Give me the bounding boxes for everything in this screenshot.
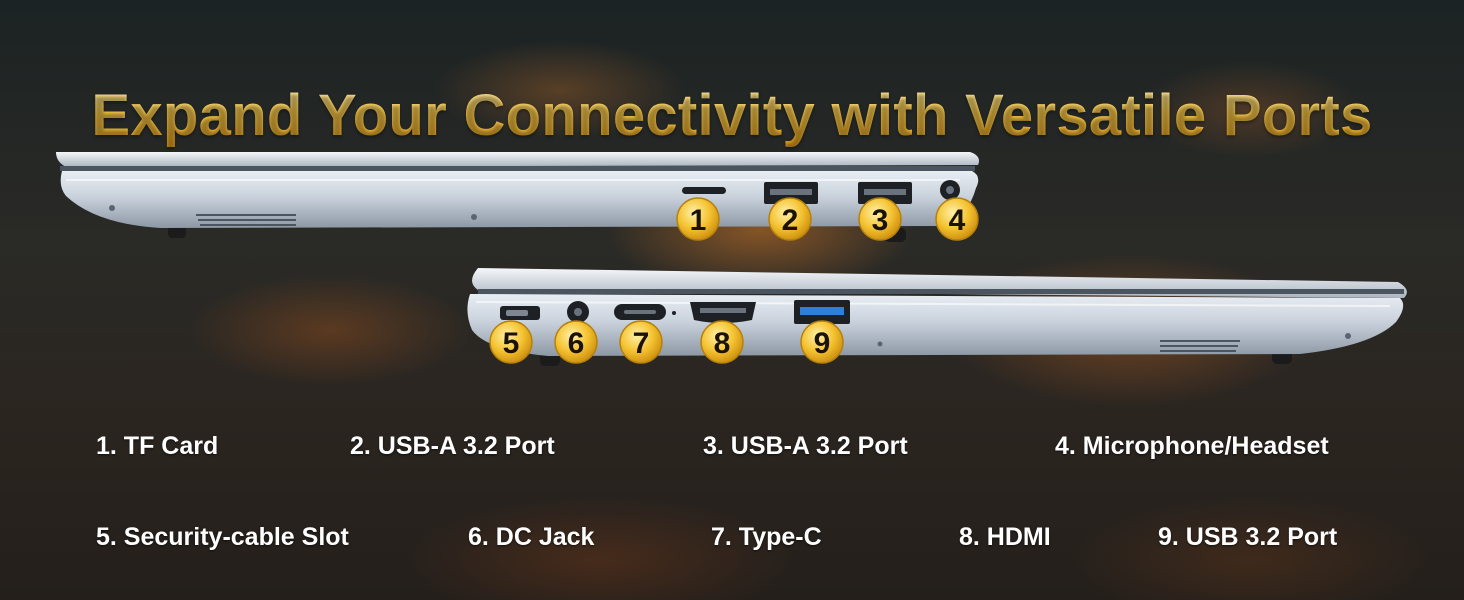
port-label-usb-a-1: 2. USB-A 3.2 Port bbox=[350, 432, 555, 460]
badge-4: 4 bbox=[935, 197, 979, 241]
laptop-left-side bbox=[467, 268, 1407, 366]
svg-text:8: 8 bbox=[714, 327, 731, 360]
badge-2: 2 bbox=[768, 197, 812, 241]
page-title: Expand Your Connectivity with Versatile … bbox=[0, 82, 1464, 149]
svg-text:1: 1 bbox=[690, 204, 707, 237]
badge-9: 9 bbox=[800, 320, 844, 364]
svg-text:9: 9 bbox=[814, 327, 831, 360]
badge-8: 8 bbox=[700, 320, 744, 364]
badge-3: 3 bbox=[858, 197, 902, 241]
port-label-hdmi: 8. HDMI bbox=[959, 523, 1051, 551]
badge-5: 5 bbox=[489, 320, 533, 364]
badge-7: 7 bbox=[619, 320, 663, 364]
port-label-microphone-headset: 4. Microphone/Headset bbox=[1055, 432, 1329, 460]
svg-text:5: 5 bbox=[503, 327, 520, 360]
svg-text:2: 2 bbox=[782, 204, 799, 237]
port-label-security-slot: 5. Security-cable Slot bbox=[96, 523, 349, 551]
port-label-usb-a-2: 3. USB-A 3.2 Port bbox=[703, 432, 908, 460]
badge-1: 1 bbox=[676, 197, 720, 241]
port-label-usb-3-2: 9. USB 3.2 Port bbox=[1158, 523, 1338, 551]
svg-text:6: 6 bbox=[568, 327, 585, 360]
laptop-right-side bbox=[56, 152, 979, 242]
svg-text:3: 3 bbox=[872, 204, 889, 237]
svg-text:7: 7 bbox=[633, 327, 650, 360]
port-label-tf-card: 1. TF Card bbox=[96, 432, 219, 460]
port-label-dc-jack: 6. DC Jack bbox=[468, 523, 595, 551]
port-label-type-c: 7. Type-C bbox=[711, 523, 822, 551]
svg-text:4: 4 bbox=[949, 204, 966, 237]
badge-6: 6 bbox=[554, 320, 598, 364]
